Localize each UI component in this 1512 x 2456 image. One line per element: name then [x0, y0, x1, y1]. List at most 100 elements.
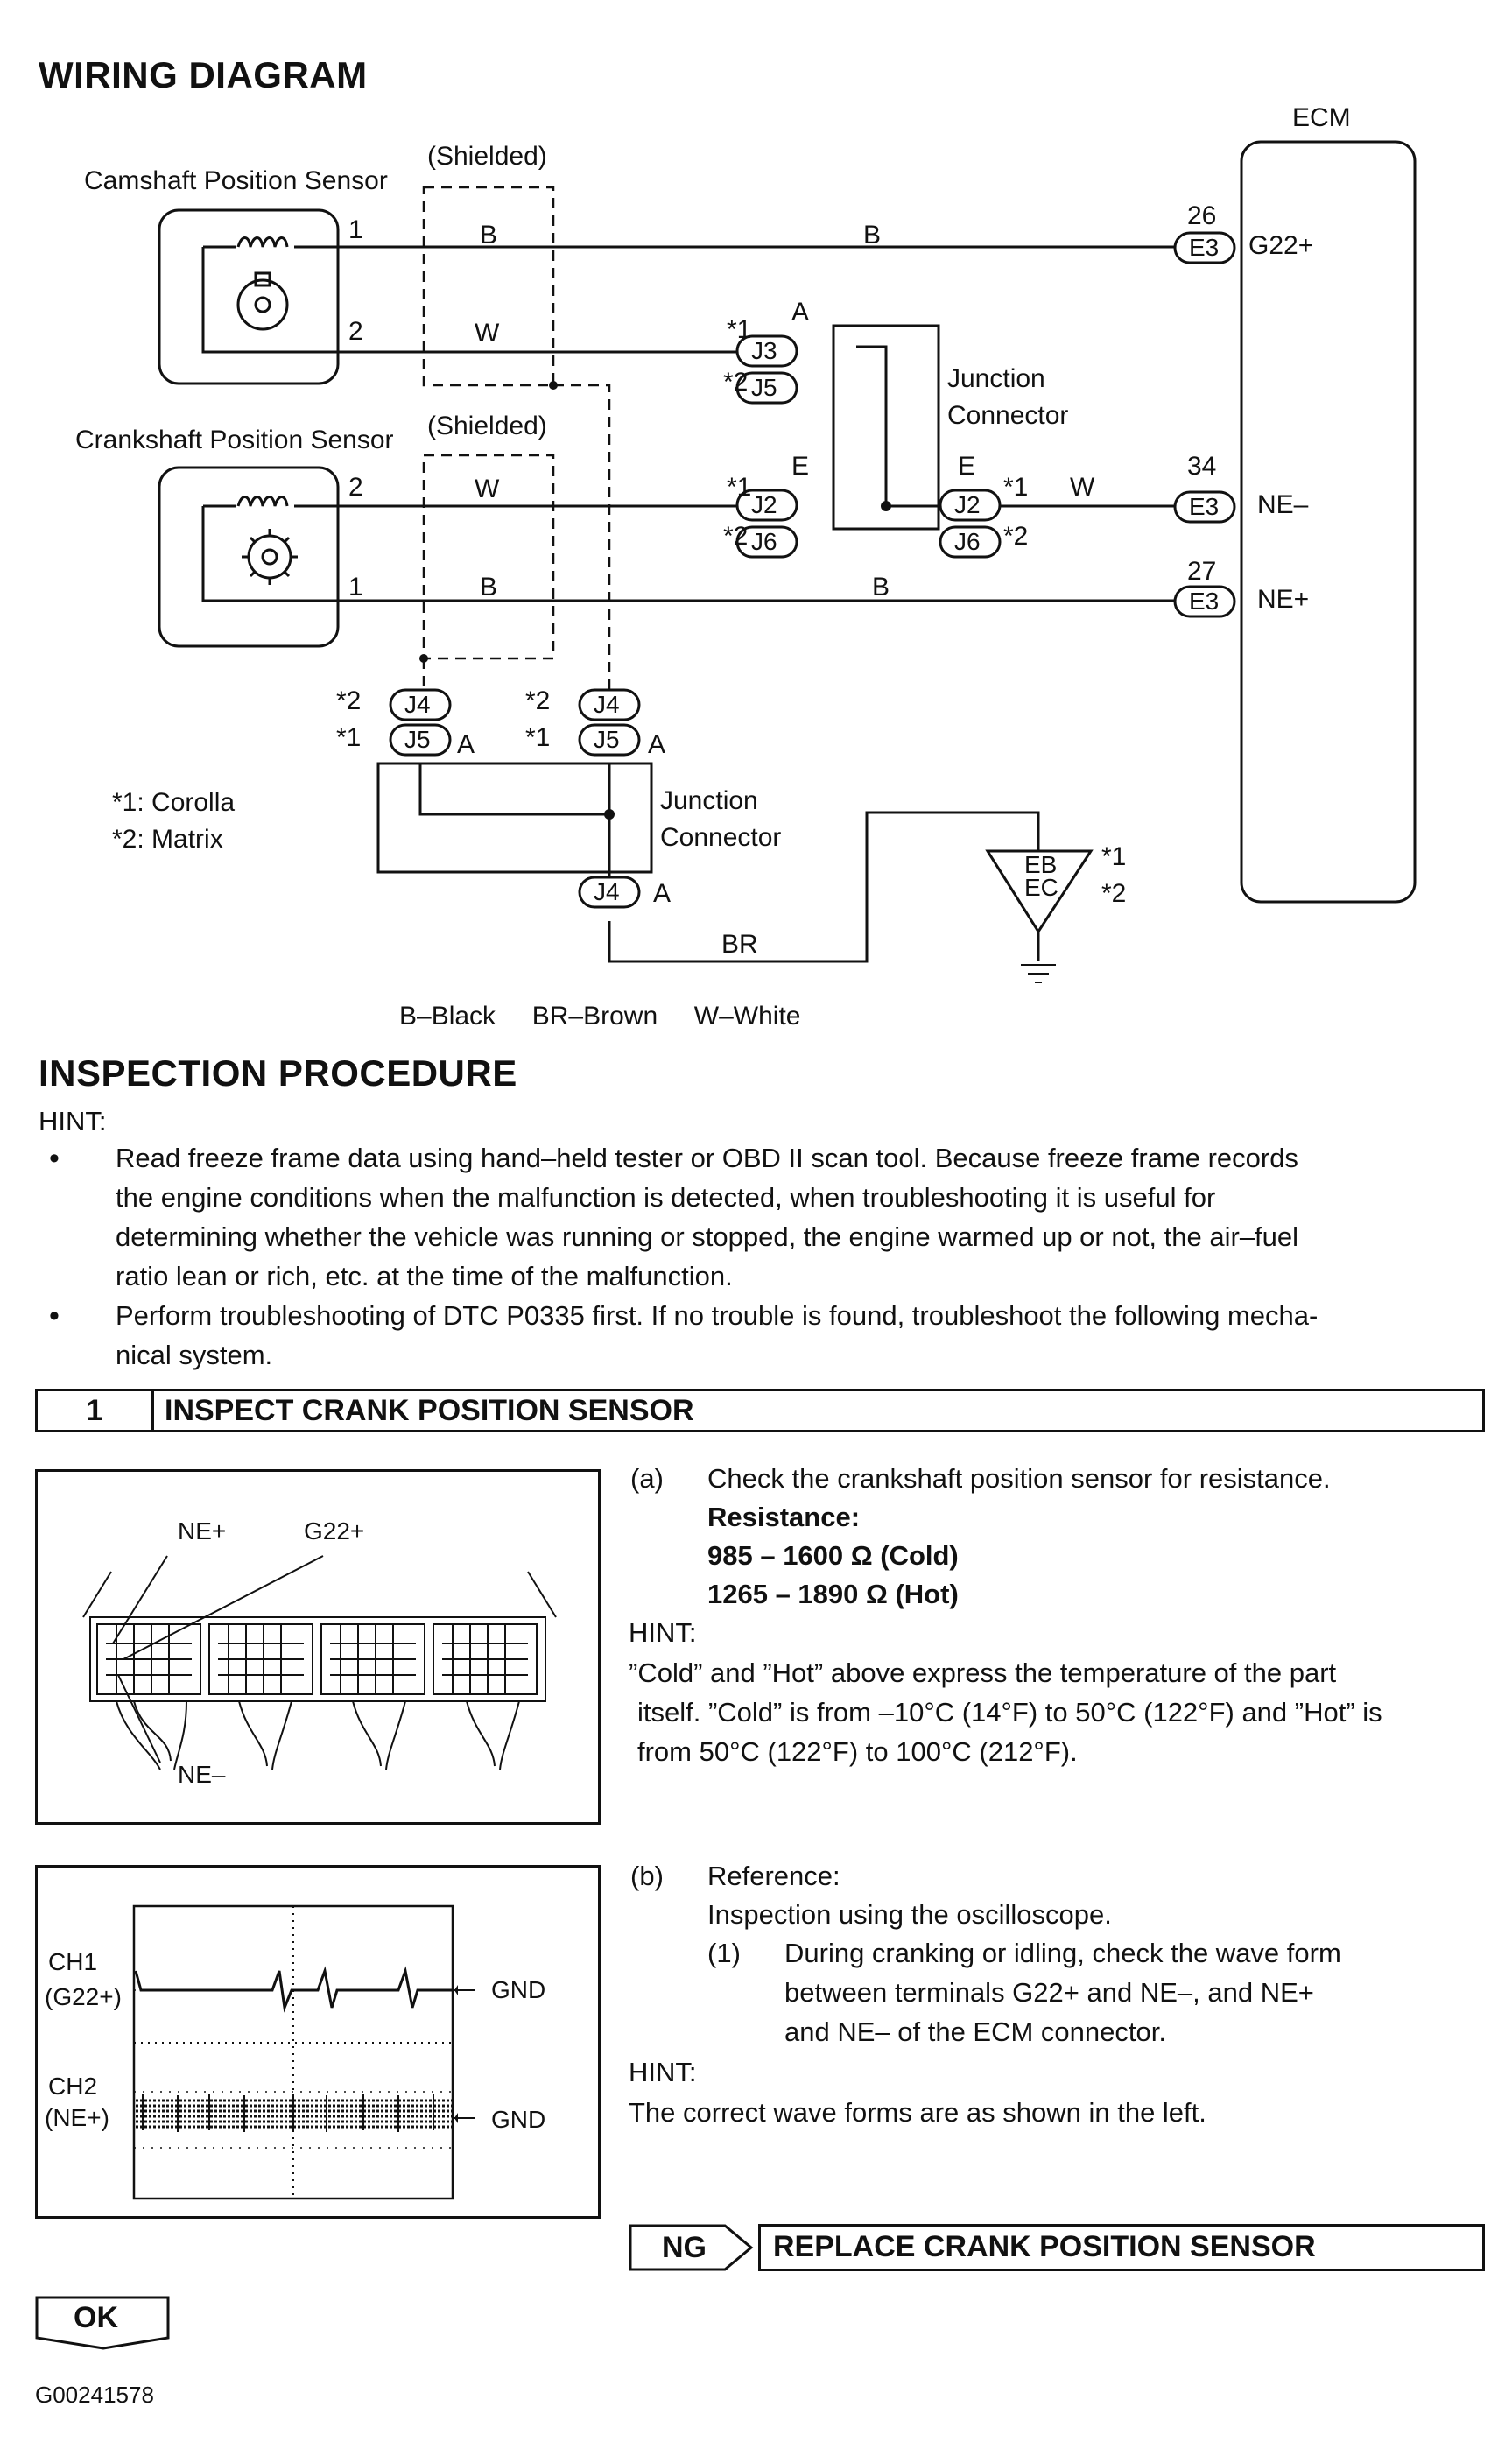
wire-color-label: W	[475, 319, 500, 348]
junction-connector-upper	[832, 324, 940, 531]
variant-mark: *1	[1003, 473, 1029, 502]
ecm-box	[1240, 140, 1417, 904]
connector-letter: A	[791, 298, 810, 327]
wire-color-label: B	[863, 221, 882, 250]
junction-connector-label: Connector	[660, 823, 782, 852]
ng-result: REPLACE CRANK POSITION SENSOR	[758, 2224, 1485, 2271]
connector-id: E3	[1189, 493, 1220, 520]
step-a-text: Check the crankshaft position sensor for…	[707, 1463, 1331, 1494]
text-line: During cranking or idling, check the wav…	[784, 1938, 1341, 1968]
connector-id: E3	[1189, 234, 1220, 261]
hint-label: HINT:	[39, 1106, 107, 1137]
connector-id: J4	[594, 691, 620, 718]
shielded-label-1: (Shielded)	[427, 142, 547, 171]
text-line: and NE– of the ECM connector.	[784, 2016, 1166, 2047]
junction-connector-label: Junction	[660, 786, 758, 815]
variant-mark: *1	[727, 315, 752, 344]
connector-letter: E	[958, 452, 976, 481]
connector-letter: A	[457, 730, 475, 759]
terminal-label: NE–	[178, 1761, 226, 1788]
step-number: 1	[38, 1391, 154, 1430]
variant-mark: *1	[525, 723, 551, 752]
wiring-diagram: ECM (Shielded) (Shielded) Camshaft Posit…	[0, 0, 1512, 1051]
ecm-signal-label: G22+	[1248, 231, 1314, 260]
connector-id: J2	[954, 491, 981, 518]
variant-mark: *1	[336, 723, 362, 752]
connector-id: J4	[594, 878, 620, 905]
shielded-label-2: (Shielded)	[427, 412, 547, 440]
ecm-pin-number: 26	[1187, 201, 1217, 230]
step-title: INSPECT CRANK POSITION SENSOR	[165, 1394, 694, 1427]
step-b1-text: During cranking or idling, check the wav…	[784, 1933, 1485, 2051]
hint-label: HINT:	[629, 1617, 697, 1648]
ok-indicator: OK	[35, 2296, 172, 2350]
channel-signal: (NE+)	[45, 2104, 109, 2131]
ng-indicator: NG	[629, 2224, 758, 2271]
wiring-diagram-title: WIRING DIAGRAM	[39, 54, 368, 95]
terminal-label: NE+	[178, 1517, 227, 1545]
wire-color-label: B	[872, 573, 890, 602]
wire-color-legend: B–Black BR–Brown W–White	[399, 1002, 801, 1031]
connector-id: J5	[751, 374, 777, 401]
variant-mark: *2	[723, 522, 749, 551]
connector-letter: A	[653, 879, 672, 908]
crankshaft-sensor-box	[158, 466, 340, 648]
bullet-marker: •	[49, 1142, 60, 1175]
junction-connector-label: Junction	[947, 364, 1045, 393]
junction-connector-lower	[376, 762, 653, 874]
connector-id: E3	[1189, 588, 1220, 615]
crankshaft-sensor-label: Crankshaft Position Sensor	[75, 426, 394, 454]
wire-color-label: B	[480, 573, 498, 602]
connector-id: J4	[404, 691, 431, 718]
hint-label: HINT:	[629, 2057, 697, 2087]
step-1-header: 1 INSPECT CRANK POSITION SENSOR	[35, 1389, 1485, 1432]
step-a-label: (a)	[630, 1463, 664, 1494]
channel-label: CH1	[48, 1948, 98, 1975]
connector-id: J6	[954, 528, 981, 555]
variant-mark: *2	[1003, 522, 1029, 551]
connector-id: J5	[404, 726, 431, 753]
wire-color-label: W	[1070, 473, 1095, 502]
step-b1-label: (1)	[707, 1938, 741, 1968]
ecm-pin-number: 34	[1187, 452, 1217, 481]
resistance-hot: 1265 – 1890 Ω (Hot)	[707, 1579, 959, 1609]
text-line: ”Cold” and ”Hot” above express the tempe…	[629, 1657, 1337, 1688]
text-line: itself. ”Cold” is from –10°C (14°F) to 5…	[637, 1697, 1382, 1728]
figure-code: G00241578	[35, 2382, 154, 2408]
text-line: Read freeze frame data using hand–held t…	[116, 1143, 1298, 1173]
connector-letter: E	[791, 452, 810, 481]
ground-reference-label: GND	[491, 2106, 546, 2133]
hint-text: ”Cold” and ”Hot” above express the tempe…	[629, 1653, 1487, 1771]
bullet-2-text: Perform troubleshooting of DTC P0335 fir…	[116, 1296, 1499, 1375]
text-line: Perform troubleshooting of DTC P0335 fir…	[116, 1300, 1319, 1331]
variant-mark: *2	[723, 368, 749, 397]
text-line: the engine conditions when the malfuncti…	[116, 1182, 1216, 1213]
connector-letter: A	[648, 730, 666, 759]
ground-label: EB	[1024, 851, 1058, 878]
resistance-label: Resistance:	[707, 1502, 861, 1532]
ecm-signal-label: NE–	[1257, 490, 1309, 519]
text-line: determining whether the vehicle was runn…	[116, 1221, 1299, 1252]
variant-note: *2: Matrix	[112, 825, 223, 854]
pin-label: 2	[348, 317, 363, 346]
step-b-subtext: Inspection using the oscilloscope.	[707, 1899, 1112, 1930]
variant-mark: *2	[525, 686, 551, 715]
ecm-connector-figure: NE+ G22+ NE–	[35, 1469, 601, 1825]
wire-color-label: B	[480, 221, 498, 250]
wire-color-label: BR	[721, 930, 758, 959]
terminal-label: G22+	[304, 1517, 365, 1545]
pin-label: 1	[348, 215, 363, 244]
wire-color-label: W	[475, 475, 500, 503]
connector-id: J2	[751, 491, 777, 518]
variant-mark: *1	[1101, 842, 1127, 871]
ng-label: NG	[662, 2231, 707, 2264]
ground-label: EC	[1024, 874, 1058, 901]
resistance-cold: 985 – 1600 Ω (Cold)	[707, 1540, 959, 1571]
text-line: nical system.	[116, 1340, 273, 1370]
connector-id: J6	[751, 528, 777, 555]
step-b-text: Reference:	[707, 1861, 840, 1891]
ecm-signal-label: NE+	[1257, 585, 1310, 614]
ok-label: OK	[74, 2301, 118, 2334]
channel-label: CH2	[48, 2072, 98, 2100]
ecm-pin-number: 27	[1187, 557, 1217, 586]
